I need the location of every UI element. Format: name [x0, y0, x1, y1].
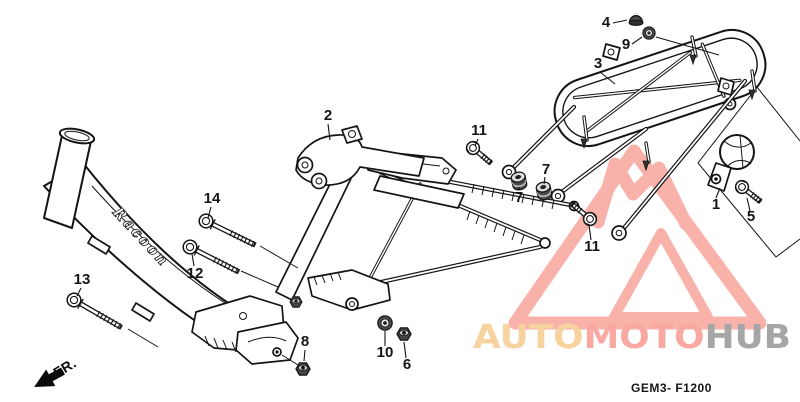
frame-nut — [289, 296, 303, 308]
svg-text:11: 11 — [584, 238, 600, 255]
fasteners — [65, 12, 765, 376]
watermark-brand-auto: AUTO — [473, 317, 584, 356]
svg-text:4: 4 — [602, 14, 611, 31]
callout-9: 9 — [622, 36, 643, 53]
callout-2: 2 — [324, 107, 332, 141]
callout-13: 13 — [74, 271, 91, 297]
reflector-assembly — [707, 134, 755, 192]
svg-text:12: 12 — [187, 265, 204, 282]
svg-text:14: 14 — [204, 190, 221, 207]
carrier-legs — [580, 35, 757, 172]
callout-6: 6 — [403, 341, 411, 373]
svg-text:3: 3 — [594, 55, 602, 72]
callout-5: 5 — [746, 197, 755, 225]
bolt-13 — [65, 291, 125, 334]
front-direction-mark: FR. — [34, 354, 79, 387]
callout-11-left: 11 — [471, 122, 487, 147]
callout-7-lower: 7 — [515, 187, 523, 206]
svg-text:7: 7 — [542, 161, 550, 178]
watermark-inner-triangle — [609, 228, 713, 322]
callout-8: 8 — [301, 333, 309, 362]
svg-text:6: 6 — [403, 356, 411, 373]
insertion-lines — [127, 36, 720, 366]
washer-9 — [642, 26, 656, 40]
callout-1: 1 — [712, 187, 721, 213]
subassembly-boundary — [697, 86, 800, 258]
watermark-m-mark — [591, 157, 693, 231]
callout-3: 3 — [594, 55, 616, 85]
bolt-11-left — [464, 139, 496, 168]
cap-nut-4 — [628, 12, 644, 26]
svg-text:13: 13 — [74, 271, 91, 288]
svg-text:11: 11 — [471, 122, 487, 139]
callout-14: 14 — [204, 190, 221, 219]
svg-text:7: 7 — [515, 189, 523, 206]
svg-text:10: 10 — [377, 344, 394, 361]
watermark-logo — [508, 144, 767, 330]
callout-10: 10 — [377, 331, 394, 361]
watermark-outer-triangle — [508, 144, 767, 330]
carrier-mount-lugs — [602, 43, 737, 111]
fr-arrow-icon — [34, 367, 65, 387]
nut-6 — [396, 327, 412, 341]
svg-text:9: 9 — [622, 36, 630, 53]
callouts: 1 2 3 4 5 6 7 7 — [74, 14, 756, 373]
callout-12: 12 — [187, 253, 204, 282]
bottom-bracket-cluster — [191, 269, 391, 365]
bolt-5 — [733, 178, 765, 207]
watermark-brand-moto: MOTO — [584, 317, 705, 356]
callout-7-upper: 7 — [542, 161, 550, 185]
upper-bracket-cluster — [295, 125, 465, 209]
washer-10 — [377, 315, 393, 331]
svg-text:8: 8 — [301, 333, 309, 350]
diagram-code: GEM3- F1200 — [631, 381, 712, 395]
svg-text:2: 2 — [324, 107, 332, 124]
svg-text:1: 1 — [712, 196, 720, 213]
callout-4: 4 — [602, 14, 628, 31]
watermark-brand-hub: HUB — [705, 317, 791, 356]
svg-text:5: 5 — [747, 208, 755, 225]
bolt-14 — [197, 212, 259, 251]
callout-11-right: 11 — [584, 224, 600, 255]
